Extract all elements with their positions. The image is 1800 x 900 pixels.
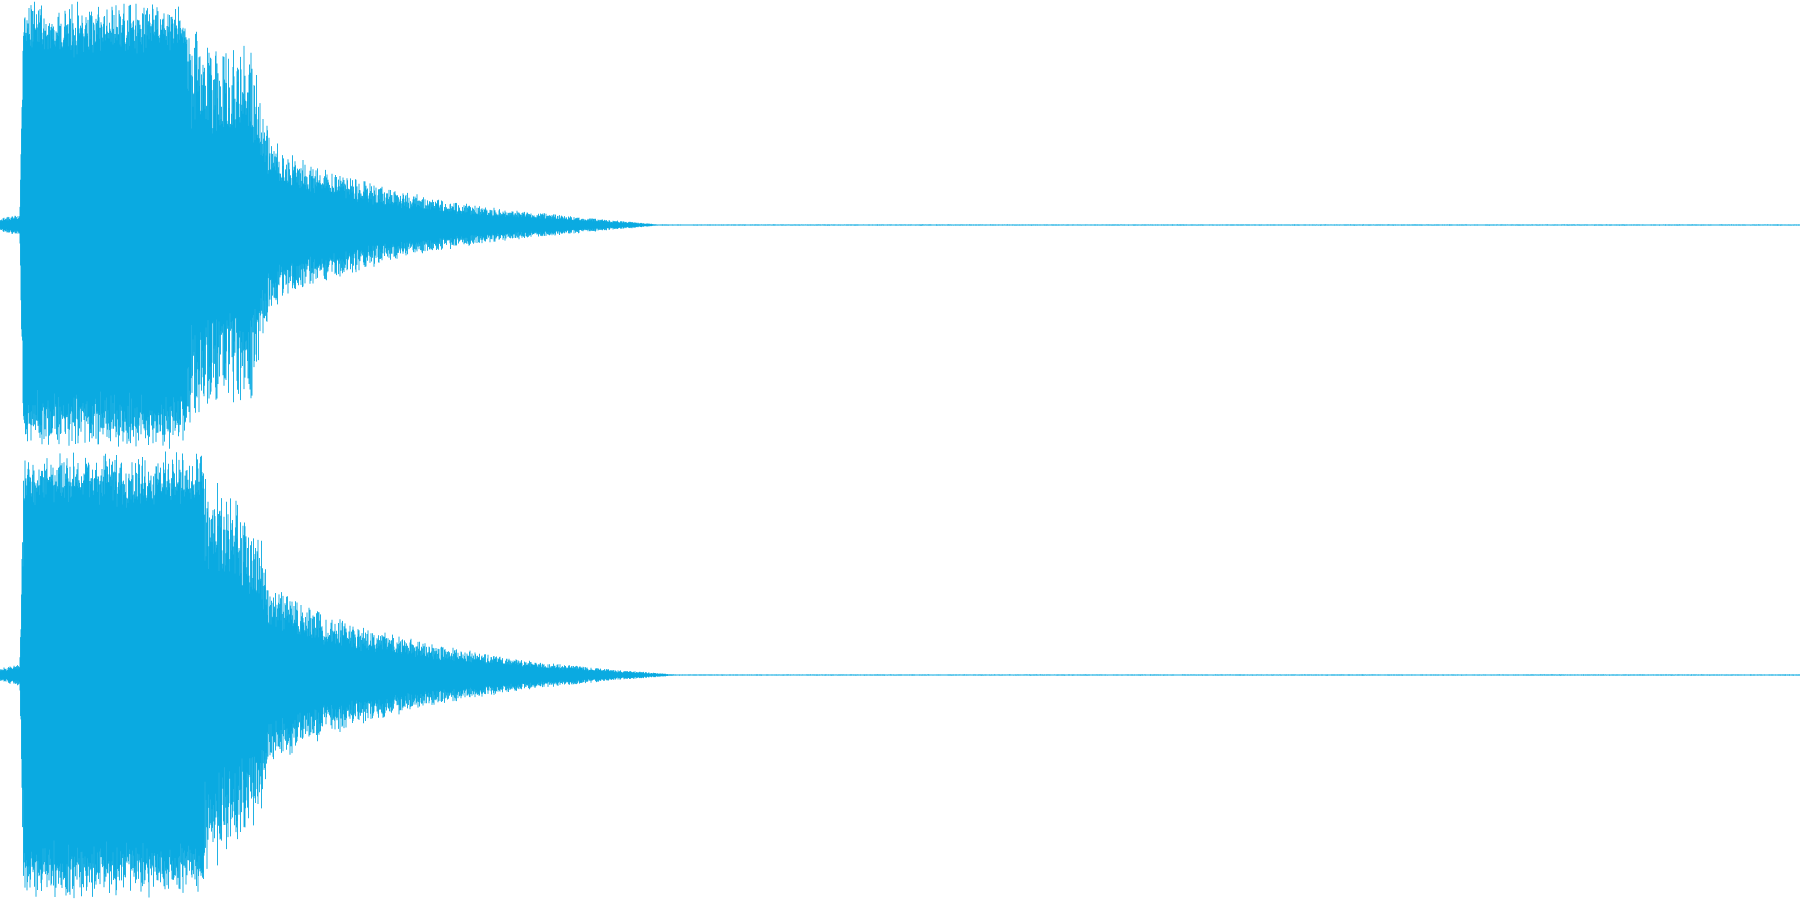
channel-2-track xyxy=(0,451,1800,899)
channel-1-track xyxy=(0,1,1800,449)
